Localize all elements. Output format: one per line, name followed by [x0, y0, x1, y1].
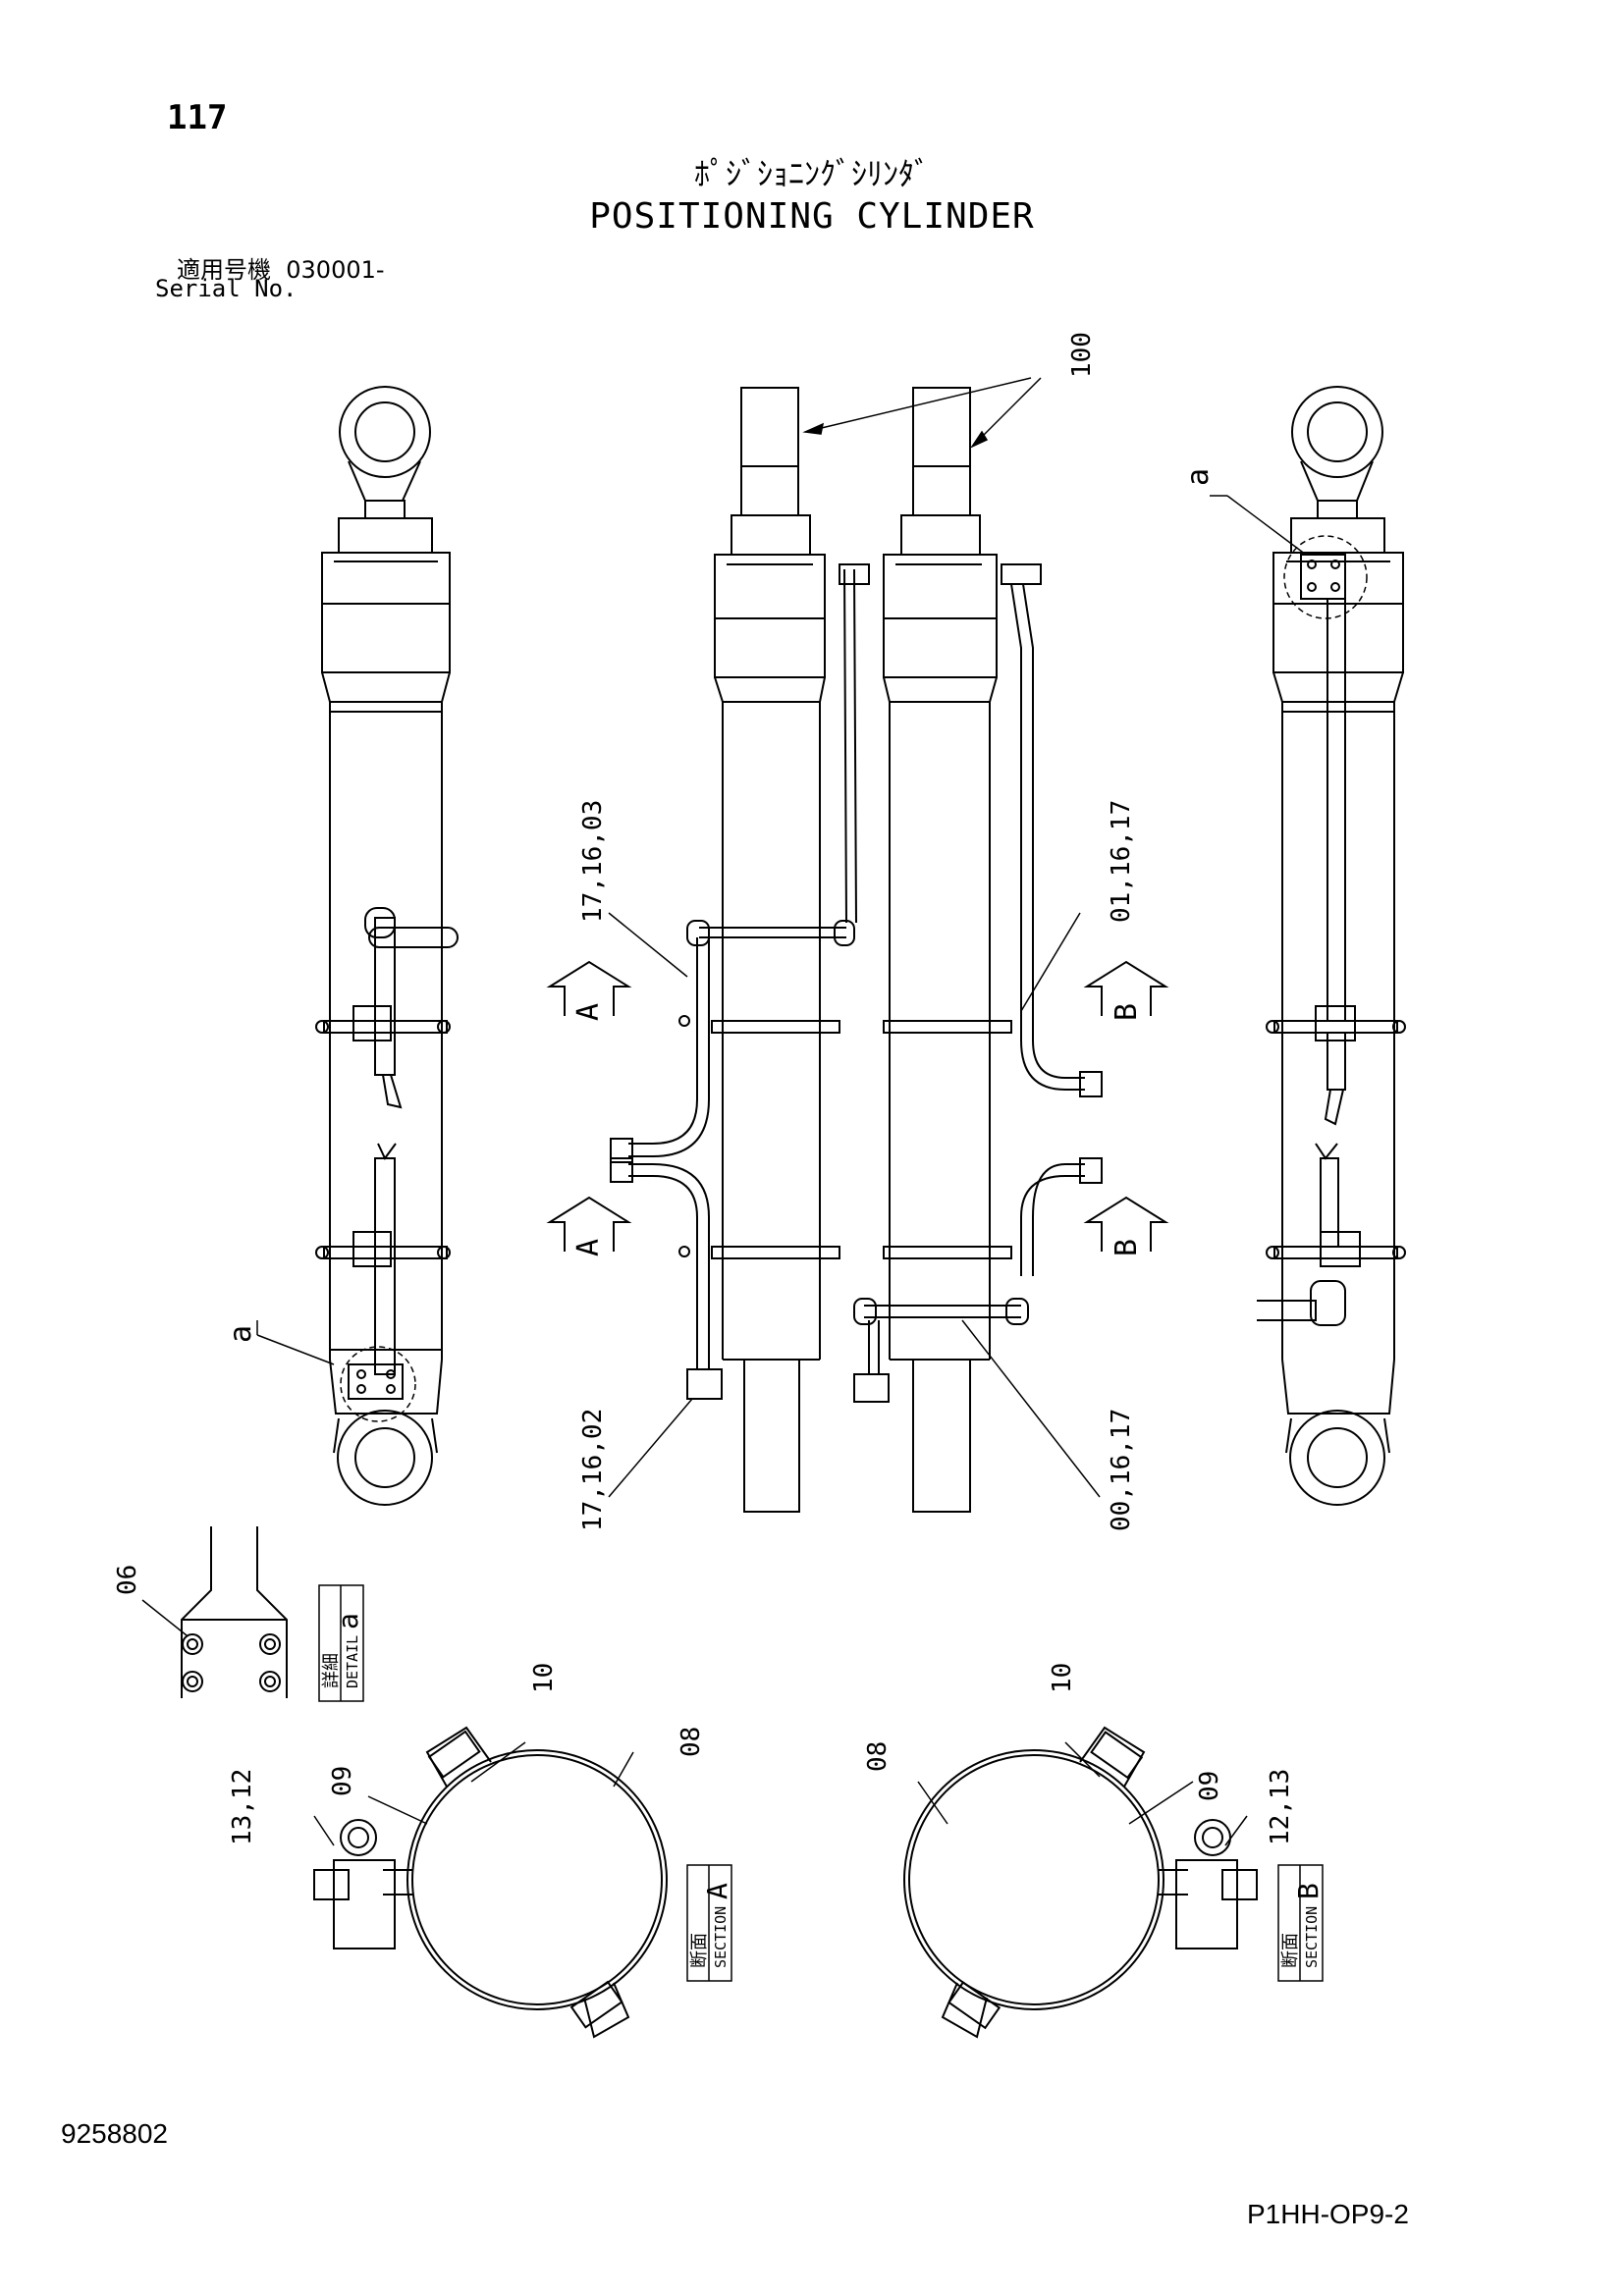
callout-17-16-03: 17,16,03 [578, 800, 608, 923]
section-b-box-jp: 断面 [1280, 1933, 1301, 1968]
cylinder-view-center-right [853, 387, 1103, 1513]
cylinder-view-right [1210, 386, 1406, 1506]
cylinder-view-left [256, 386, 459, 1506]
section-b-box-letter: B [1292, 1883, 1325, 1899]
serial-value: 030001- [286, 256, 385, 284]
detail-ref-a-top: a [1181, 468, 1216, 486]
cylinder-view-center-left [610, 387, 870, 1513]
view-marker-b-lower: B [1110, 1239, 1144, 1256]
callout-10-right: 10 [1048, 1663, 1077, 1693]
callout-01-16-17: 01,16,17 [1107, 800, 1136, 923]
callout-17-16-02: 17,16,02 [578, 1409, 608, 1531]
callout-12-13-right: 12,13 [1266, 1769, 1295, 1845]
section-a-drawing [313, 1726, 668, 2039]
title-english: POSITIONING CYLINDER [589, 196, 1035, 237]
title-japanese: ﾎﾟｼﾞｼｮﾆﾝｸﾞｼﾘﾝﾀﾞ [693, 155, 930, 192]
section-a-box-letter: A [701, 1883, 733, 1899]
callout-09-right: 09 [1195, 1771, 1224, 1801]
detail-box-letter: a [332, 1613, 364, 1629]
section-b-drawing [903, 1726, 1258, 2039]
serial-line-japanese: 適用号機 030001- [177, 250, 385, 285]
view-marker-b-upper: B [1110, 1003, 1144, 1021]
callout-06: 06 [113, 1565, 142, 1595]
detail-ref-a-bottom: a [224, 1325, 258, 1343]
detail-a-drawing [141, 1526, 288, 1698]
serial-label-jp: 適用号機 [177, 256, 271, 284]
view-marker-a-upper: A [571, 1003, 606, 1021]
callout-10-left: 10 [529, 1663, 559, 1693]
callout-100: 100 [1067, 332, 1097, 378]
section-b-box-en: SECTION [1303, 1906, 1321, 1968]
document-number: 9258802 [61, 2118, 169, 2149]
detail-box-jp: 詳細 [321, 1653, 342, 1688]
section-a-box-en: SECTION [712, 1906, 730, 1968]
callout-13-12-left: 13,12 [228, 1769, 257, 1845]
page-number: 117 [167, 98, 228, 137]
callout-08-right: 08 [863, 1741, 893, 1772]
view-arrows [546, 960, 1169, 1252]
view-marker-a-lower: A [571, 1239, 606, 1256]
callout-00-16-17: 00,16,17 [1107, 1409, 1136, 1531]
section-a-box-jp: 断面 [689, 1933, 710, 1968]
detail-box-en: DETAIL [344, 1635, 361, 1688]
leader-lines [313, 377, 1248, 1846]
callout-08-left: 08 [677, 1727, 706, 1757]
serial-label-en: Serial No. [155, 275, 298, 302]
callout-09-left: 09 [328, 1766, 357, 1796]
label-boxes [318, 1584, 1324, 1982]
sheet-code: P1HH-OP9-2 [1247, 2199, 1409, 2229]
